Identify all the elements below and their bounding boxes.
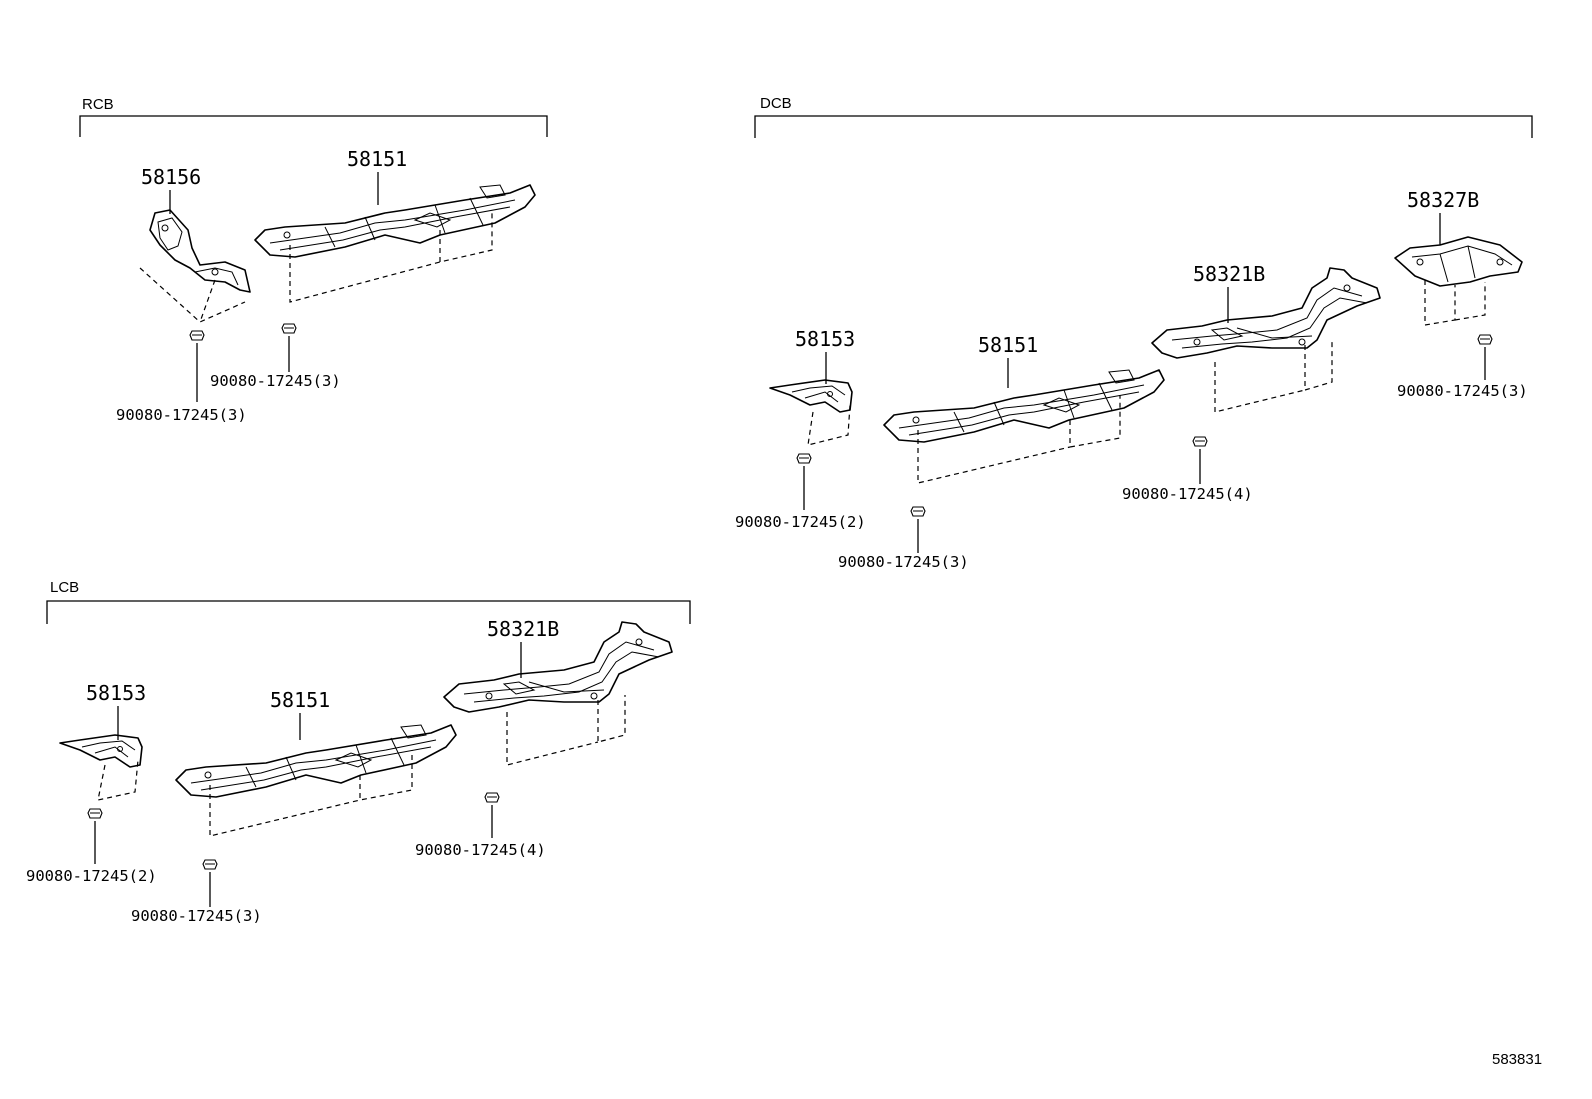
fastener-label-lcb-b: 90080-17245(3) (131, 907, 262, 925)
group-label-dcb: DCB (760, 95, 792, 112)
part-58327b-shape (1394, 236, 1523, 287)
part-label-58327b: 58327B (1407, 188, 1479, 212)
part-58153-shape-lcb (59, 734, 143, 768)
part-label-58321b-dcb: 58321B (1193, 262, 1265, 286)
group-bracket-rcb (79, 115, 548, 137)
part-label-58153-lcb: 58153 (86, 681, 146, 705)
group-label-rcb: RCB (82, 96, 114, 113)
fastener-label-rcb-b: 90080-17245(3) (210, 372, 341, 390)
fastener-label-dcb-c: 90080-17245(4) (1122, 485, 1253, 503)
part-label-58151-dcb: 58151 (978, 333, 1038, 357)
fastener-label-lcb-c: 90080-17245(4) (415, 841, 546, 859)
part-58151-shape-dcb (883, 369, 1165, 443)
part-58151-shape-rcb (254, 184, 536, 258)
part-58156-shape (149, 209, 251, 293)
group-bracket-lcb (46, 600, 691, 624)
part-58321b-shape-dcb (1151, 267, 1381, 359)
fastener-label-dcb-d: 90080-17245(3) (1397, 382, 1528, 400)
group-label-lcb: LCB (50, 579, 79, 596)
part-label-58153-dcb: 58153 (795, 327, 855, 351)
fastener-label-rcb-a: 90080-17245(3) (116, 406, 247, 424)
part-label-58151-rcb: 58151 (347, 147, 407, 171)
part-label-58156: 58156 (141, 165, 201, 189)
group-bracket-dcb (754, 115, 1533, 138)
part-label-58151-lcb: 58151 (270, 688, 330, 712)
part-58153-shape-dcb (769, 379, 853, 413)
diagram-reference-number: 583831 (1492, 1051, 1542, 1068)
part-label-58321b-lcb: 58321B (487, 617, 559, 641)
fastener-label-dcb-a: 90080-17245(2) (735, 513, 866, 531)
fastener-label-dcb-b: 90080-17245(3) (838, 553, 969, 571)
fastener-label-lcb-a: 90080-17245(2) (26, 867, 157, 885)
part-58151-shape-lcb (175, 724, 457, 798)
